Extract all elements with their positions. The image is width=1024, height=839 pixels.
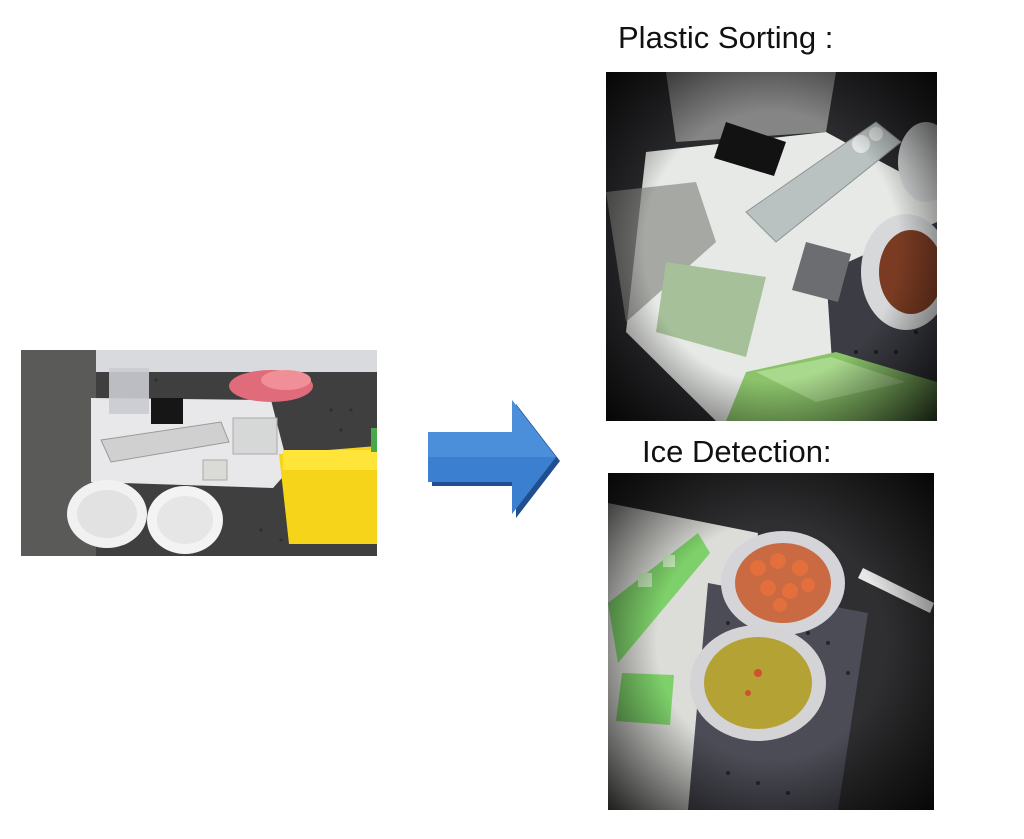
workspace-photo <box>21 350 377 556</box>
plastic-sorting-caption: Plastic Sorting : <box>618 20 834 55</box>
ice-detection-caption: Ice Detection: <box>642 434 832 469</box>
ice-detection-photo <box>608 473 934 810</box>
plastic-sorting-photo <box>606 72 937 421</box>
right-arrow-icon <box>426 400 562 522</box>
